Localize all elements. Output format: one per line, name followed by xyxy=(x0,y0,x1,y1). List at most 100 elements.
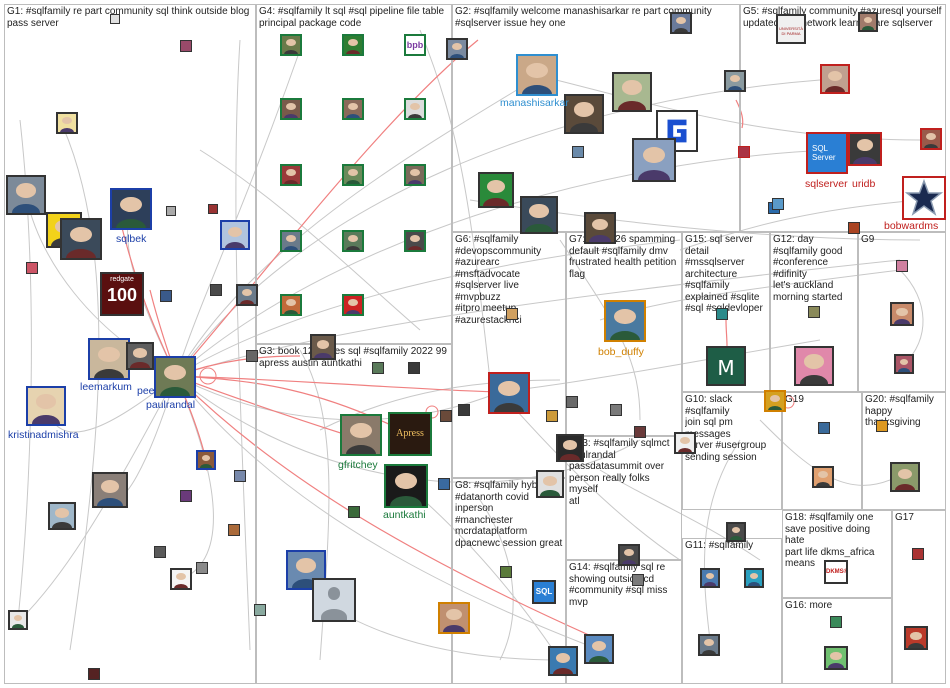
avatar-node[interactable]: bpb xyxy=(404,34,426,56)
avatar-node[interactable] xyxy=(280,98,302,120)
avatar-node[interactable] xyxy=(196,562,208,574)
avatar-node[interactable] xyxy=(632,138,676,182)
avatar-node[interactable] xyxy=(716,308,728,320)
avatar-node[interactable] xyxy=(170,568,192,590)
avatar-node[interactable] xyxy=(372,362,384,374)
avatar-node[interactable] xyxy=(506,308,518,320)
avatar-node[interactable] xyxy=(848,132,882,166)
avatar-node[interactable] xyxy=(446,38,468,60)
avatar-node[interactable] xyxy=(160,290,172,302)
avatar-node[interactable]: SQL xyxy=(532,580,556,604)
avatar-node[interactable] xyxy=(890,462,920,492)
avatar-node[interactable] xyxy=(340,414,382,456)
avatar-node[interactable] xyxy=(604,300,646,342)
avatar-node[interactable] xyxy=(520,196,558,234)
avatar-node[interactable] xyxy=(342,98,364,120)
avatar-node[interactable] xyxy=(564,94,604,134)
avatar-node[interactable] xyxy=(342,294,364,316)
avatar-node[interactable] xyxy=(876,420,888,432)
avatar-node[interactable] xyxy=(724,70,746,92)
avatar-node[interactable] xyxy=(280,164,302,186)
avatar-node[interactable] xyxy=(458,404,470,416)
avatar-node[interactable] xyxy=(234,470,246,482)
avatar-node[interactable] xyxy=(6,175,46,215)
avatar-node[interactable] xyxy=(618,544,640,566)
avatar-node[interactable] xyxy=(848,222,860,234)
avatar-node[interactable] xyxy=(166,206,176,216)
avatar-node[interactable] xyxy=(674,432,696,454)
avatar-node[interactable] xyxy=(904,626,928,650)
avatar-node[interactable] xyxy=(824,646,848,670)
avatar-node[interactable] xyxy=(536,470,564,498)
avatar-node[interactable] xyxy=(566,396,578,408)
avatar-node[interactable] xyxy=(110,188,152,230)
avatar-node[interactable] xyxy=(830,616,842,628)
avatar-node[interactable] xyxy=(180,40,192,52)
avatar-node[interactable] xyxy=(902,176,946,220)
avatar-node[interactable] xyxy=(310,334,336,360)
avatar-node[interactable]: SQL Server xyxy=(806,132,848,174)
avatar-node[interactable] xyxy=(48,502,76,530)
avatar-node[interactable]: UNIVERSITÀ DI PARMA xyxy=(776,14,806,44)
avatar-node[interactable] xyxy=(812,466,834,488)
avatar-node[interactable] xyxy=(246,350,258,362)
avatar-node[interactable] xyxy=(500,566,512,578)
avatar-node[interactable] xyxy=(698,634,720,656)
avatar-node[interactable] xyxy=(772,198,784,210)
avatar-node[interactable] xyxy=(820,64,850,94)
avatar-node[interactable] xyxy=(408,362,420,374)
avatar-node[interactable] xyxy=(478,172,514,208)
avatar-node[interactable] xyxy=(342,34,364,56)
avatar-node[interactable] xyxy=(700,568,720,588)
avatar-node[interactable] xyxy=(738,146,750,158)
avatar-node[interactable]: M xyxy=(706,346,746,386)
avatar-node[interactable] xyxy=(794,346,834,386)
avatar-node[interactable] xyxy=(858,12,878,32)
avatar-node[interactable] xyxy=(440,410,452,422)
avatar-node[interactable] xyxy=(280,230,302,252)
avatar-node[interactable] xyxy=(342,230,364,252)
avatar-node[interactable] xyxy=(726,522,746,542)
avatar-node[interactable] xyxy=(180,490,192,502)
avatar-node[interactable] xyxy=(154,356,196,398)
avatar-node[interactable] xyxy=(584,212,616,244)
avatar-node[interactable] xyxy=(894,354,914,374)
avatar-node[interactable] xyxy=(196,450,216,470)
avatar-node[interactable] xyxy=(220,220,250,250)
avatar-node[interactable] xyxy=(384,464,428,508)
avatar-node[interactable] xyxy=(516,54,558,96)
avatar-node[interactable]: DKMS® xyxy=(824,560,848,584)
avatar-node[interactable]: Apress xyxy=(388,412,432,456)
avatar-node[interactable] xyxy=(154,546,166,558)
avatar-node[interactable] xyxy=(764,390,786,412)
avatar-node[interactable] xyxy=(556,434,584,462)
avatar-node[interactable] xyxy=(228,524,240,536)
avatar-node[interactable] xyxy=(572,146,584,158)
avatar-node[interactable] xyxy=(92,472,128,508)
avatar-node[interactable] xyxy=(744,568,764,588)
avatar-node[interactable] xyxy=(26,262,38,274)
avatar-node[interactable] xyxy=(342,164,364,186)
avatar-node[interactable] xyxy=(110,14,120,24)
avatar-node[interactable] xyxy=(210,284,222,296)
avatar-node[interactable] xyxy=(404,164,426,186)
avatar-node[interactable] xyxy=(348,506,360,518)
avatar-node[interactable] xyxy=(818,422,830,434)
avatar-node[interactable] xyxy=(280,294,302,316)
avatar-node[interactable] xyxy=(60,218,102,260)
avatar-node[interactable] xyxy=(808,306,820,318)
avatar-node[interactable] xyxy=(404,98,426,120)
avatar-node[interactable] xyxy=(126,342,154,370)
avatar-node[interactable] xyxy=(312,578,356,622)
avatar-node[interactable] xyxy=(438,478,450,490)
avatar-node[interactable] xyxy=(896,260,908,272)
avatar-node[interactable] xyxy=(584,634,614,664)
avatar-node[interactable] xyxy=(546,410,558,422)
avatar-node[interactable] xyxy=(670,12,692,34)
avatar-node[interactable] xyxy=(912,548,924,560)
avatar-node[interactable] xyxy=(56,112,78,134)
avatar-node[interactable] xyxy=(236,284,258,306)
avatar-node[interactable] xyxy=(632,574,644,586)
avatar-node[interactable] xyxy=(26,386,66,426)
